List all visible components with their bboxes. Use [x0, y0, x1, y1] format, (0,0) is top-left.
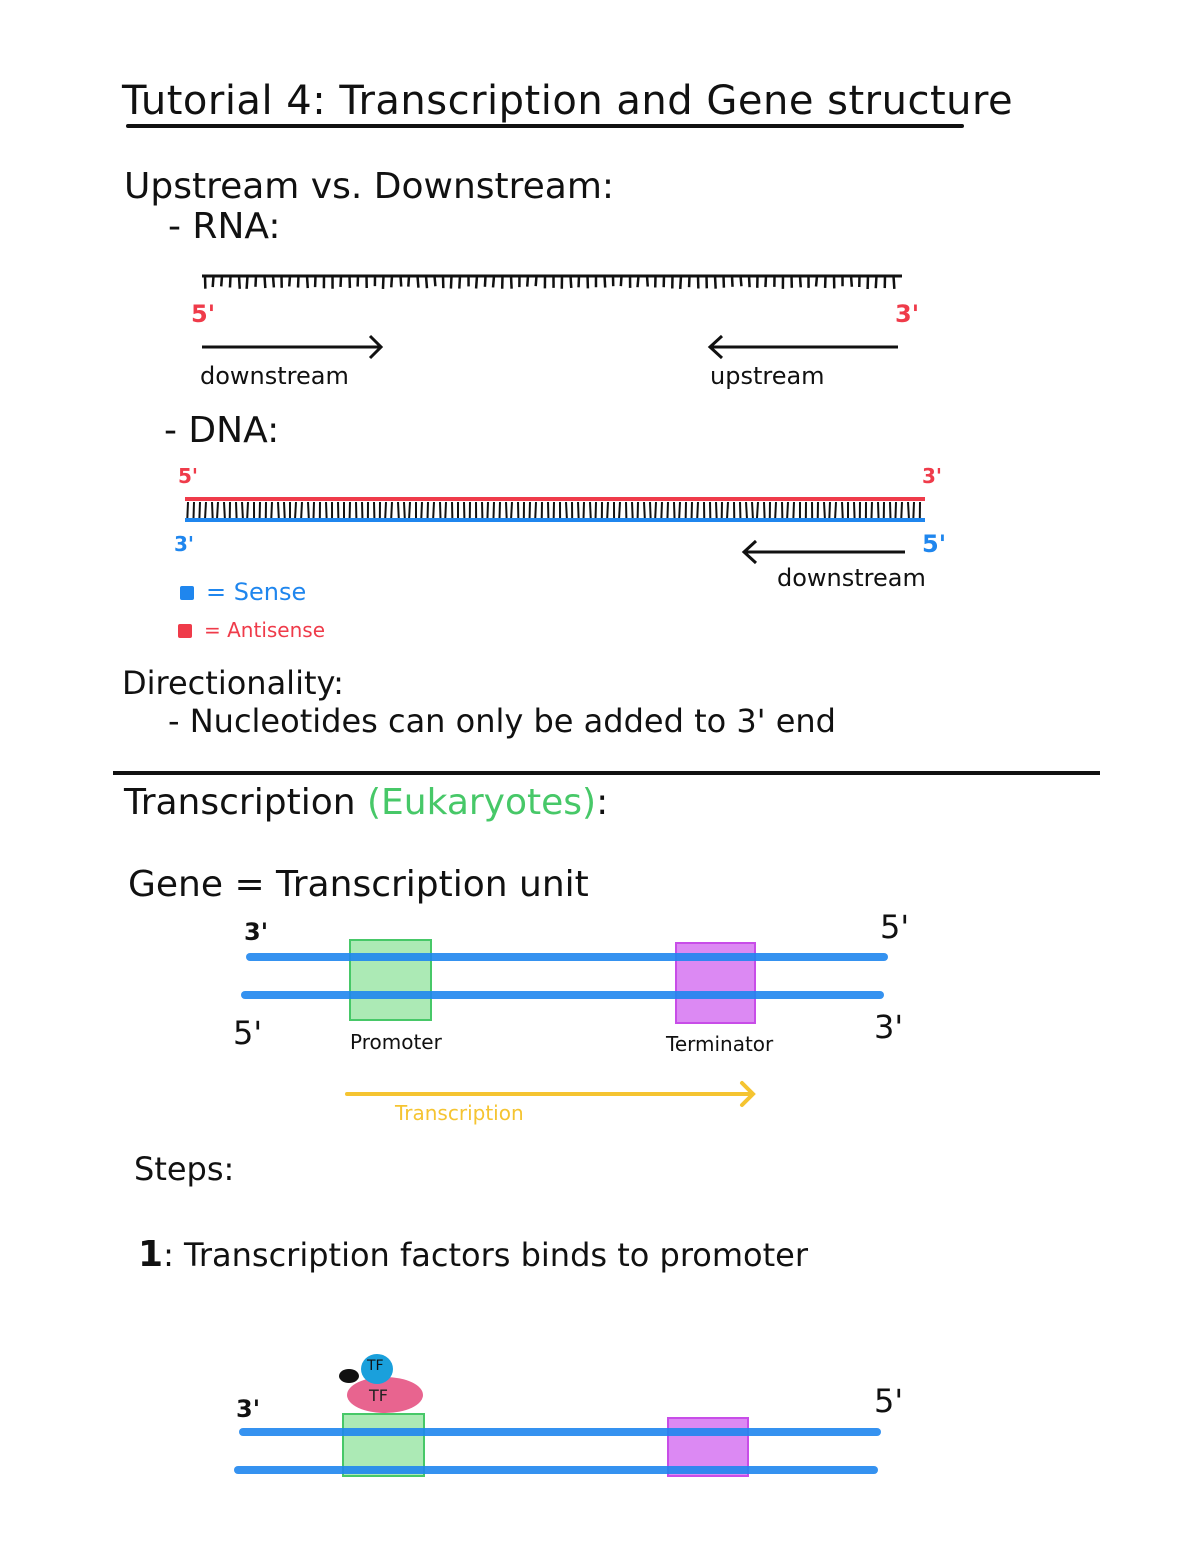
tf-top-label: TF	[367, 1358, 384, 1374]
step1-3-prime-label: 3'	[236, 1395, 260, 1423]
tf-bottom-label: TF	[369, 1386, 388, 1405]
tf-black-blob	[339, 1369, 359, 1383]
step1-5-prime-label: 5'	[874, 1382, 903, 1420]
